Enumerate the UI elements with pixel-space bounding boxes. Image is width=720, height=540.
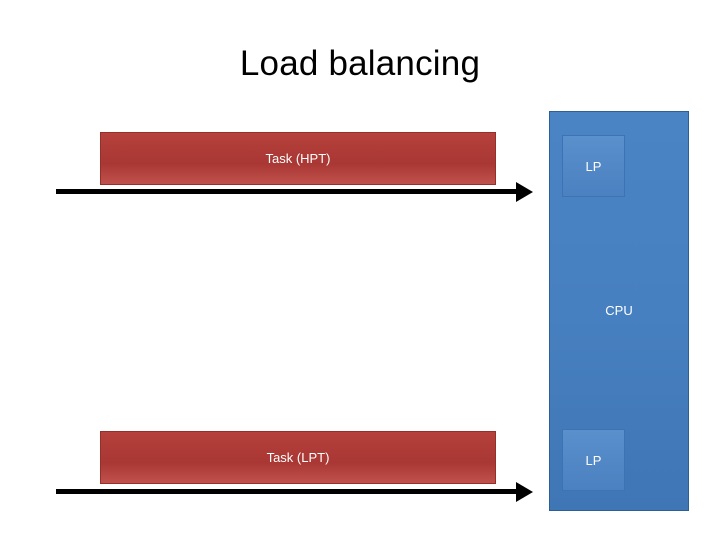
logical-processor-bottom: [562, 429, 625, 491]
page-title: Load balancing: [239, 44, 481, 83]
task-hpt-label: Task (HPT): [265, 151, 331, 166]
logical-processor-top: [562, 135, 625, 197]
logical-processor-bottom-label: LP: [585, 453, 602, 468]
arrow-top-line: [56, 189, 518, 194]
logical-processor-top-label: LP: [585, 159, 602, 174]
cpu-label: CPU: [605, 303, 633, 318]
task-lpt-label: Task (LPT): [266, 450, 330, 465]
arrow-bottom-head: [516, 481, 533, 502]
task-hpt-bar: [100, 132, 496, 185]
task-lpt-bar: [100, 431, 496, 484]
arrow-bottom-line: [56, 489, 518, 494]
arrow-top-head: [516, 181, 533, 202]
